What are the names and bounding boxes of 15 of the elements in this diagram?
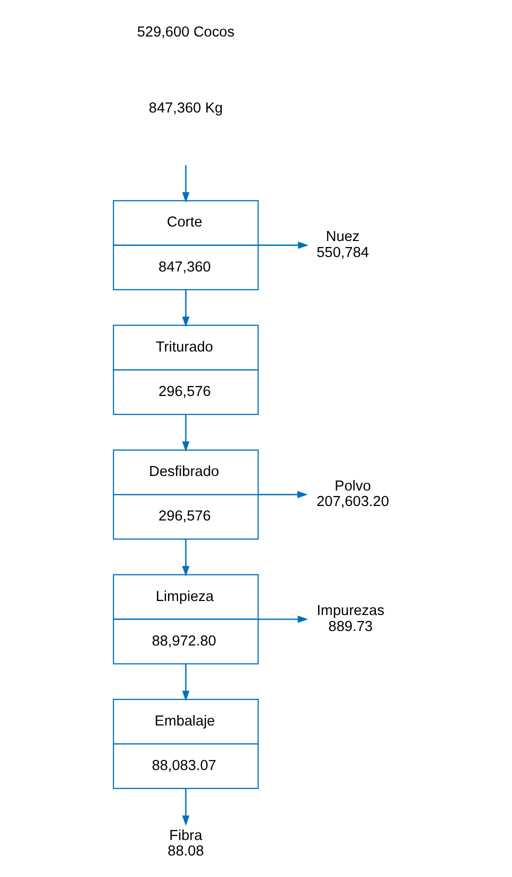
node-text: Fibra 88.08: [167, 828, 204, 860]
arrow: [258, 490, 308, 498]
label: 529,600 Cocos: [136, 24, 234, 41]
arrow: [182, 539, 189, 576]
node-text: Impurezas 889.73: [316, 603, 384, 635]
node-text: Nuez 550,784: [316, 229, 368, 261]
label: 847,360 Kg: [148, 100, 222, 116]
arrow: [182, 788, 189, 826]
arrow: [182, 165, 189, 203]
node-text: Polvo 207,603.20: [316, 478, 389, 510]
arrow: [182, 664, 189, 702]
arrow: [182, 414, 189, 452]
arrow: [182, 290, 189, 328]
arrow: [258, 616, 308, 623]
arrow: [258, 242, 308, 249]
